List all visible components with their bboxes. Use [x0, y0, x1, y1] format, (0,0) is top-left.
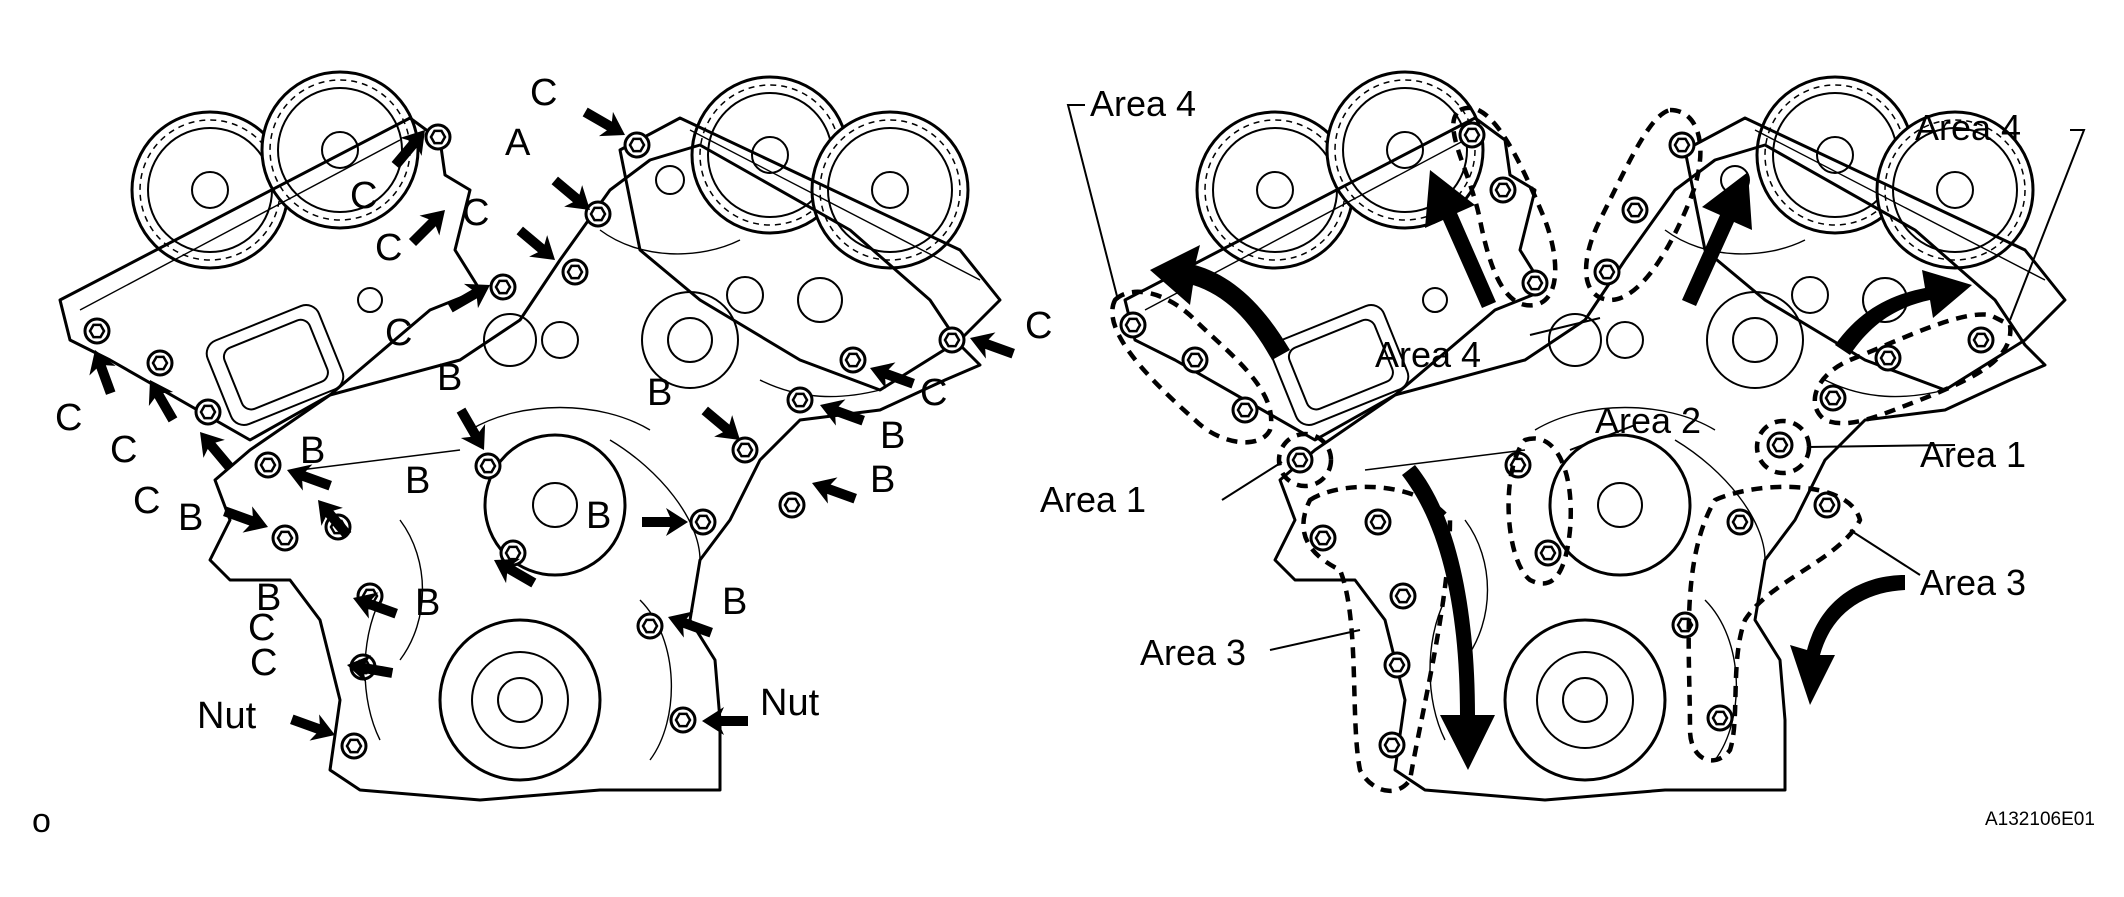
sequence-arrow-icon: [1402, 465, 1495, 770]
area-2-outline: [1506, 436, 1573, 586]
bolt-label-b: B: [586, 495, 611, 537]
bolt-label-c: C: [385, 312, 412, 354]
bolt-label-b: B: [415, 582, 440, 624]
area-3-label: Area 3: [1140, 632, 1246, 673]
bolt-label-b: B: [870, 459, 895, 501]
area-labels: Area 4 Area 4 Area 4 Area 1 Area 1 Area …: [1040, 83, 2026, 673]
area-4-label: Area 4: [1090, 83, 1196, 124]
sequence-arrow-icon: [1150, 245, 1290, 360]
sequence-arrows: [1150, 170, 1972, 770]
area-1-label: Area 1: [1040, 479, 1146, 520]
bolt-label-c: C: [250, 642, 277, 684]
bolt-label-b: B: [722, 581, 747, 623]
bolt-label-c: C: [1025, 305, 1052, 347]
area-leader-lines: [1066, 104, 2086, 651]
area-4-outline-left: [1110, 289, 1274, 445]
nut-label: Nut: [197, 695, 257, 737]
bolt-label-a: A: [505, 122, 531, 164]
right-view-tightening-areas: Area 4 Area 4 Area 4 Area 1 Area 1 Area …: [1040, 72, 2086, 800]
bolt-label-b: B: [256, 577, 281, 619]
left-letter-labels: C C C C C C C C C C C C C A B B B B B B …: [55, 72, 1052, 737]
sequence-arrow-icon: [1425, 170, 1496, 308]
bolt-label-c: C: [55, 397, 82, 439]
figure-code: A132106E01: [1985, 809, 2095, 830]
bolt-label-b: B: [437, 357, 462, 399]
bolt-label-b: B: [300, 430, 325, 472]
bolt-label-c: C: [350, 175, 377, 217]
bolt-label-b: B: [178, 497, 203, 539]
area-2-label: Area 2: [1595, 400, 1701, 441]
corner-mark: o: [32, 802, 51, 840]
area-1-label: Area 1: [1920, 434, 2026, 475]
bolt-label-c: C: [110, 429, 137, 471]
area-4-outline-right: [1812, 312, 2013, 426]
bolt-label-c: C: [920, 372, 947, 414]
area-3-outline-right: [1686, 484, 1863, 763]
left-view-bolt-labels: C C C C C C C C C C C C C A B B B B B B …: [55, 72, 1052, 800]
bolt-label-c: C: [248, 607, 275, 649]
sequence-arrow-icon: [1835, 270, 1972, 355]
area-3-label: Area 3: [1920, 562, 2026, 603]
bolt-label-b: B: [405, 460, 430, 502]
sequence-arrow-icon: [1682, 172, 1752, 306]
bolt-label-c: C: [462, 192, 489, 234]
area-4-label: Area 4: [1915, 107, 2021, 148]
bolt-label-b: B: [647, 372, 672, 414]
nut-label: Nut: [760, 682, 820, 724]
area-4-outline-center-right: [1583, 107, 1703, 303]
area-1-outline-left: [1276, 431, 1334, 489]
bolt-label-c: C: [530, 72, 557, 114]
sequence-arrow-icon: [1790, 575, 1905, 705]
bolt-label-c: C: [375, 227, 402, 269]
bolt-label-b: B: [880, 415, 905, 457]
bolt-label-c: C: [133, 480, 160, 522]
area-4-label: Area 4: [1375, 334, 1481, 375]
